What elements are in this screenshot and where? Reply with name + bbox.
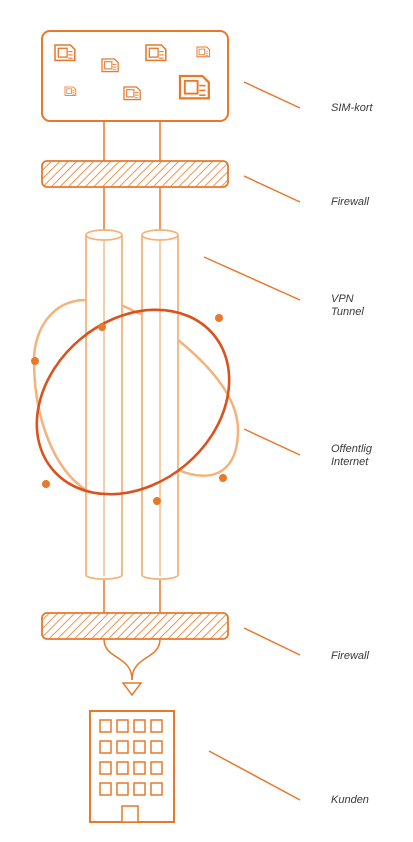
sim-card-box xyxy=(41,30,229,122)
label-vpn-line1: VPN xyxy=(331,293,354,305)
sim-card-icon xyxy=(54,44,76,62)
sim-card-icon xyxy=(101,58,119,73)
sim-card-icon xyxy=(196,46,211,58)
label-sim: SIM-kort xyxy=(331,102,373,114)
label-internet-line1: Offentlig xyxy=(331,443,372,455)
label-firewall-top: Firewall xyxy=(331,196,369,208)
label-vpn: VPN Tunnel xyxy=(331,293,364,319)
internet-ellipse xyxy=(31,308,231,505)
sim-card-icon xyxy=(64,86,77,96)
firewall-bottom xyxy=(41,612,229,640)
vpn-tunnels xyxy=(85,229,179,580)
firewall-top xyxy=(41,160,229,188)
label-internet: Offentlig Internet xyxy=(331,443,372,469)
arrow-down-icon xyxy=(121,682,143,697)
label-customer: Kunden xyxy=(331,794,369,806)
sim-card-icon xyxy=(123,86,141,101)
sim-card-icon xyxy=(145,44,167,62)
leader-lines xyxy=(203,81,301,801)
label-firewall-bottom: Firewall xyxy=(331,650,369,662)
merge-connector xyxy=(103,638,133,681)
label-internet-line2: Internet xyxy=(331,456,369,468)
office-building-icon xyxy=(89,710,175,823)
sim-card-icon xyxy=(178,74,210,100)
label-vpn-line2: Tunnel xyxy=(331,306,364,318)
